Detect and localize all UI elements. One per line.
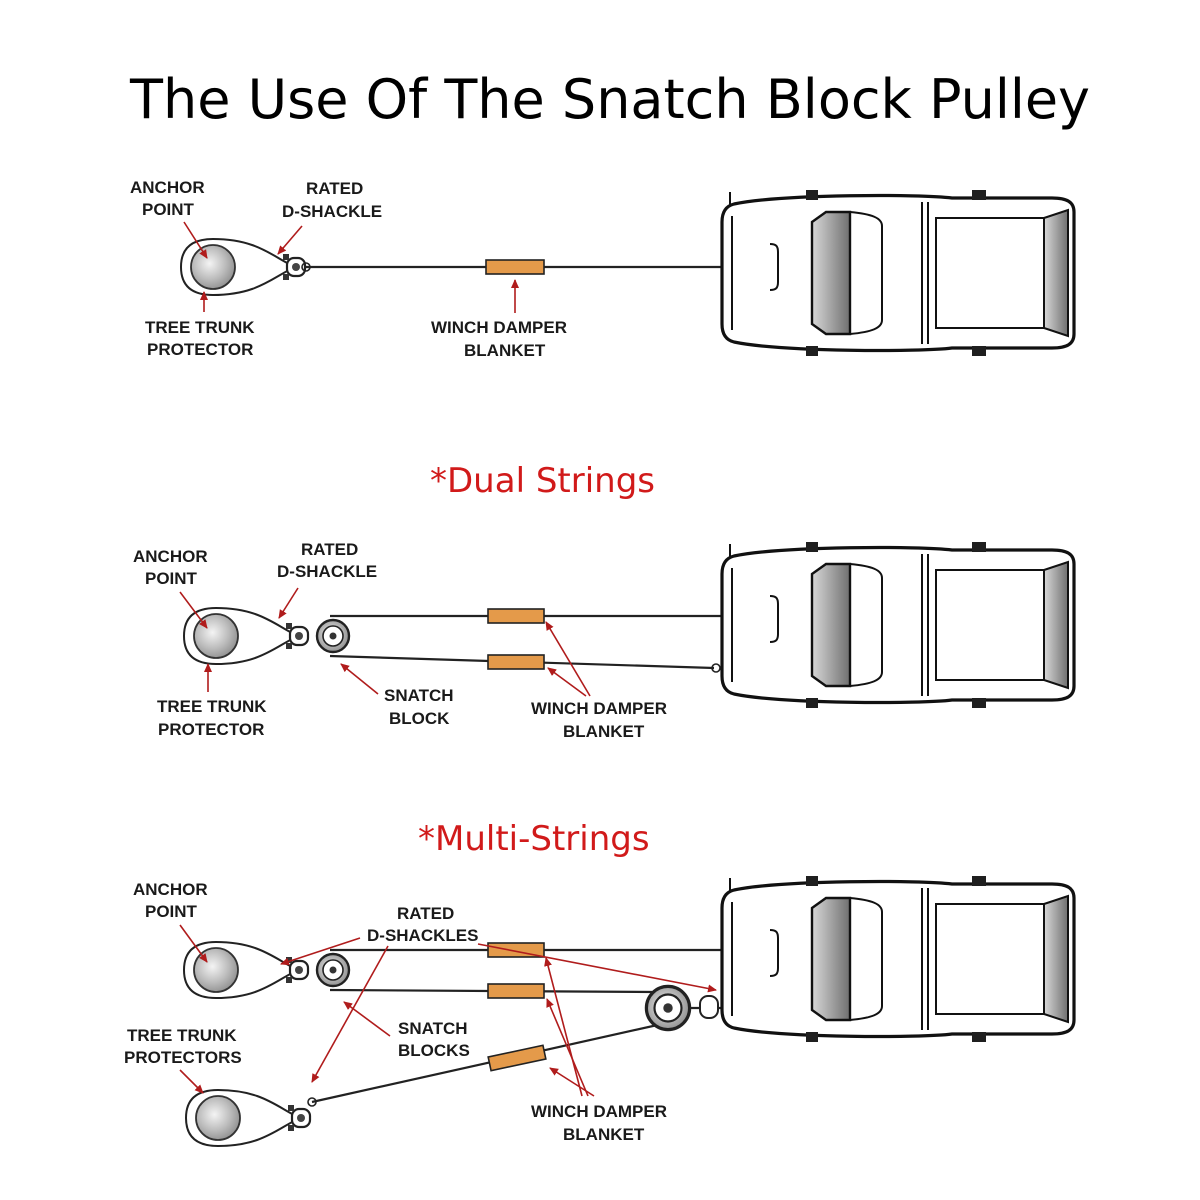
label-protector-line1: TREE TRUNK: [157, 697, 267, 716]
winch-damper-blanket-lower: [487, 654, 545, 670]
winch-damper-blanket-2: [487, 983, 545, 999]
snatch-block-upper-icon: [315, 952, 351, 988]
label-anchor-line1: ANCHOR: [133, 880, 208, 899]
truck-icon: [720, 874, 1076, 1044]
label-damper-line2: BLANKET: [464, 341, 546, 360]
winch-damper-blanket: [485, 259, 545, 275]
label-shackles-line2: D-SHACKLES: [367, 926, 478, 945]
label-protectors-line1: TREE TRUNK: [127, 1026, 237, 1045]
multi-strings-heading: *Multi-Strings: [418, 819, 650, 859]
label-shackle-line1: RATED: [301, 540, 358, 559]
label-snatch-line2: BLOCKS: [398, 1041, 470, 1060]
label-protector-line2: PROTECTOR: [147, 340, 253, 359]
label-damper-line1: WINCH DAMPER: [531, 699, 667, 718]
label-damper-line1: WINCH DAMPER: [431, 318, 567, 337]
multi-strings-diagram: ANCHOR POINT RATED D-SHACKLES TREE TRUNK…: [124, 874, 1076, 1148]
dual-strings-heading: *Dual Strings: [430, 461, 655, 501]
label-protector-line2: PROTECTOR: [158, 720, 264, 739]
tree-anchor-upper-icon: [182, 940, 310, 1000]
label-snatch-line2: BLOCK: [389, 709, 450, 728]
label-anchor-line1: ANCHOR: [130, 178, 205, 197]
label-anchor-line1: ANCHOR: [133, 547, 208, 566]
label-protectors-line2: PROTECTORS: [124, 1048, 242, 1067]
tree-anchor-icon: [182, 606, 310, 666]
label-damper-line1: WINCH DAMPER: [531, 1102, 667, 1121]
snatch-block-icon: [315, 618, 351, 654]
label-shackles-line1: RATED: [397, 904, 454, 923]
truck-icon: [720, 188, 1076, 358]
single-line-diagram: ANCHOR POINT RATED D-SHACKLE TREE TRUNK …: [130, 178, 1076, 360]
label-damper-line2: BLANKET: [563, 1125, 645, 1144]
label-anchor-line2: POINT: [145, 902, 198, 921]
label-damper-line2: BLANKET: [563, 722, 645, 741]
label-shackle-line2: D-SHACKLE: [282, 202, 382, 221]
snatch-block-truck-icon: [644, 984, 692, 1032]
dual-strings-diagram: ANCHOR POINT RATED D-SHACKLE TREE TRUNK …: [133, 540, 1076, 741]
tree-anchor-lower-icon: [184, 1088, 312, 1148]
label-snatch-line1: SNATCH: [384, 686, 454, 705]
label-anchor-line2: POINT: [142, 200, 195, 219]
page-title: The Use Of The Snatch Block Pulley: [129, 68, 1090, 131]
winch-damper-blanket-upper: [487, 608, 545, 624]
label-shackle-line1: RATED: [306, 179, 363, 198]
truck-icon: [720, 540, 1076, 710]
label-shackle-line2: D-SHACKLE: [277, 562, 377, 581]
label-snatch-line1: SNATCH: [398, 1019, 468, 1038]
label-protector-line1: TREE TRUNK: [145, 318, 255, 337]
label-anchor-line2: POINT: [145, 569, 198, 588]
winch-damper-blanket-3: [487, 1044, 547, 1072]
